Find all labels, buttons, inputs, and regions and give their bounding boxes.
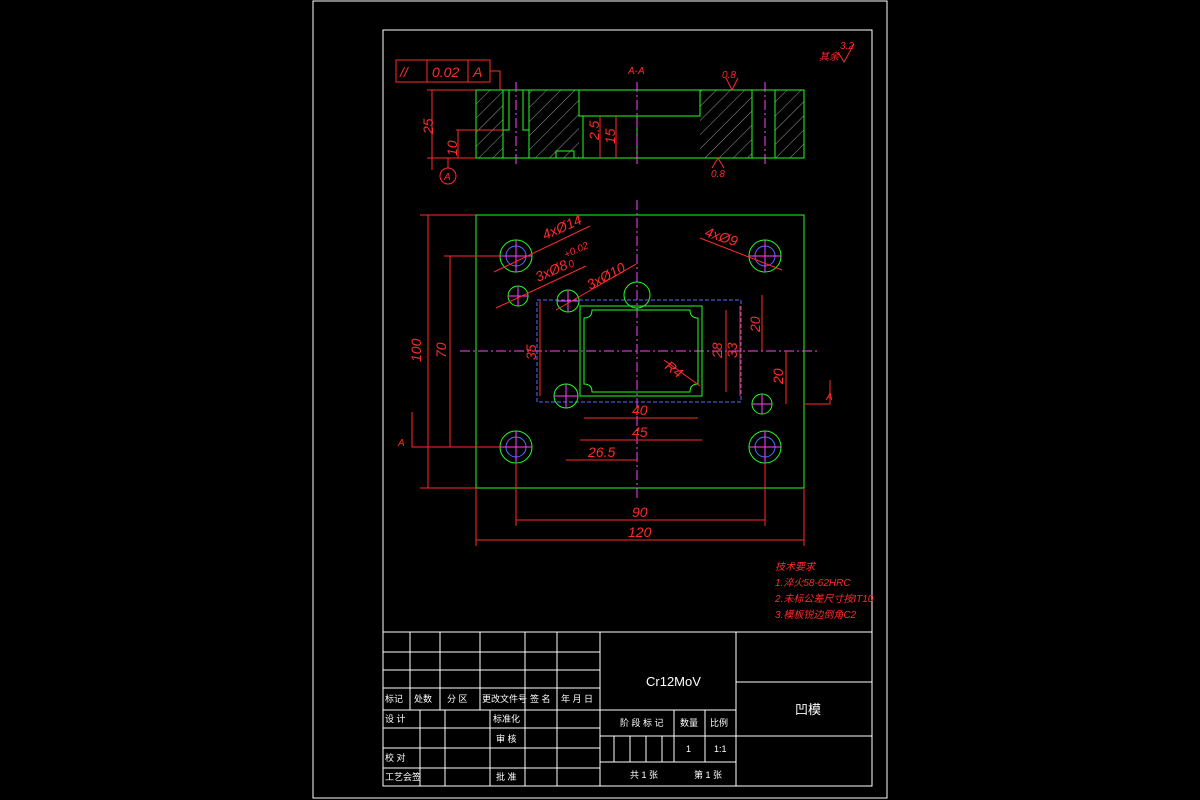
svg-text:100: 100 bbox=[408, 338, 424, 362]
svg-text:签 名: 签 名 bbox=[530, 693, 551, 704]
svg-text:共 1 张: 共 1 张 bbox=[630, 770, 658, 780]
svg-text:Cr12MoV: Cr12MoV bbox=[646, 674, 701, 689]
svg-text:1:1: 1:1 bbox=[714, 744, 727, 754]
svg-text:技术要求: 技术要求 bbox=[775, 561, 817, 573]
section-view: A-A // 0.02 A bbox=[395, 41, 855, 185]
svg-text:0: 0 bbox=[567, 258, 577, 270]
svg-text:10: 10 bbox=[444, 140, 460, 156]
outer-border bbox=[312, 0, 888, 799]
svg-text:120: 120 bbox=[628, 524, 652, 540]
svg-text:20: 20 bbox=[747, 316, 763, 333]
svg-text:4xØ9: 4xØ9 bbox=[703, 224, 740, 250]
section-label: A-A bbox=[627, 66, 645, 77]
svg-text:28: 28 bbox=[709, 342, 725, 359]
svg-text:处数: 处数 bbox=[414, 693, 432, 704]
svg-text:+0.02: +0.02 bbox=[563, 240, 591, 261]
svg-text:70: 70 bbox=[433, 342, 449, 358]
svg-text:15: 15 bbox=[602, 128, 618, 144]
svg-text:A: A bbox=[825, 392, 833, 403]
svg-text:审 核: 审 核 bbox=[496, 733, 517, 744]
svg-text:4xØ14: 4xØ14 bbox=[540, 211, 584, 242]
svg-text:批 准: 批 准 bbox=[496, 771, 517, 782]
svg-text:35: 35 bbox=[523, 344, 539, 360]
svg-text:年 月 日: 年 月 日 bbox=[561, 693, 593, 704]
svg-text:第 1 张: 第 1 张 bbox=[694, 769, 722, 780]
svg-text:设 计: 设 计 bbox=[385, 713, 406, 724]
svg-text:标准化: 标准化 bbox=[493, 713, 520, 724]
svg-text:标记: 标记 bbox=[385, 693, 403, 704]
svg-text:90: 90 bbox=[632, 504, 648, 520]
svg-text:0.8: 0.8 bbox=[722, 70, 736, 81]
svg-text:A: A bbox=[443, 172, 451, 183]
svg-text:0.02: 0.02 bbox=[432, 64, 459, 80]
svg-text:40: 40 bbox=[632, 402, 648, 418]
svg-text:校 对: 校 对 bbox=[385, 752, 406, 763]
svg-text:26.5: 26.5 bbox=[587, 444, 615, 460]
svg-text:25: 25 bbox=[420, 118, 436, 135]
svg-text:20: 20 bbox=[770, 368, 786, 385]
svg-text:数量: 数量 bbox=[680, 717, 698, 728]
svg-text:1: 1 bbox=[686, 744, 691, 754]
svg-text:3xØ10: 3xØ10 bbox=[584, 259, 628, 293]
svg-text:33: 33 bbox=[724, 342, 740, 358]
title-block: 标记 处数 分 区 更改文件号 签 名 年 月 日 设 计 校 对 工艺会签 标… bbox=[382, 631, 873, 787]
tech-notes: 技术要求 1.淬火58-62HRC 2.未标公差尺寸按IT10 3.模板锐边倒角… bbox=[774, 561, 874, 621]
svg-text:A: A bbox=[472, 64, 482, 80]
svg-text:0.8: 0.8 bbox=[711, 169, 725, 180]
svg-text:3.模板锐边倒角C2: 3.模板锐边倒角C2 bbox=[775, 609, 857, 621]
svg-text:分 区: 分 区 bbox=[447, 694, 468, 704]
svg-text:2.未标公差尺寸按IT10: 2.未标公差尺寸按IT10 bbox=[774, 593, 874, 605]
svg-text:A: A bbox=[397, 438, 405, 449]
svg-text:工艺会签: 工艺会签 bbox=[385, 771, 421, 782]
svg-text:1.淬火58-62HRC: 1.淬火58-62HRC bbox=[775, 577, 851, 589]
svg-text:其余: 其余 bbox=[819, 51, 841, 63]
svg-text:比例: 比例 bbox=[710, 717, 728, 728]
svg-text:3.2: 3.2 bbox=[840, 41, 854, 52]
svg-text:2.5: 2.5 bbox=[586, 120, 602, 141]
plan-view: 4xØ14 4xØ9 3xØ8 +0.02 0 3xØ10 100 70 35 … bbox=[397, 200, 833, 546]
svg-text:凹模: 凹模 bbox=[795, 702, 821, 717]
svg-text:更改文件号: 更改文件号 bbox=[482, 693, 527, 704]
svg-text://: // bbox=[399, 64, 410, 80]
svg-text:45: 45 bbox=[632, 424, 648, 440]
svg-text:3xØ8: 3xØ8 bbox=[533, 256, 570, 284]
svg-text:阶 段 标 记: 阶 段 标 记 bbox=[620, 717, 664, 728]
